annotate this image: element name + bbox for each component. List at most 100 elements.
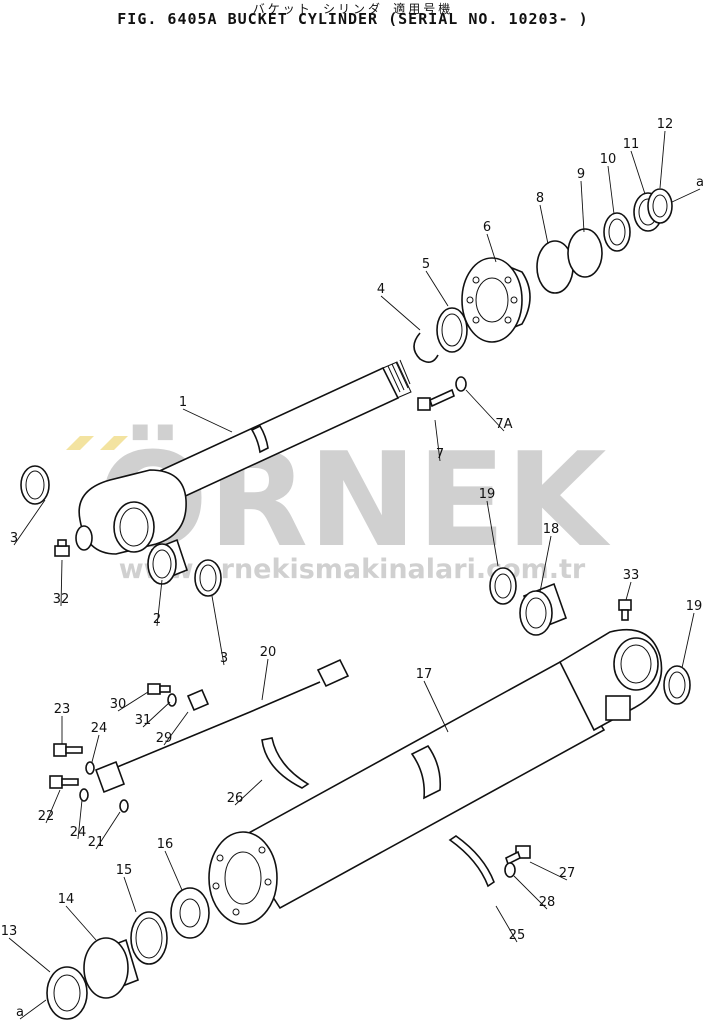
leader-line	[19, 999, 47, 1020]
bolt-23	[53, 743, 83, 757]
washer-31	[167, 693, 177, 707]
leader-line	[77, 799, 83, 840]
callout-label: 6	[483, 220, 491, 235]
leader-line	[630, 150, 646, 195]
leader-line	[513, 875, 548, 910]
leader-line	[182, 408, 233, 433]
bolt-7	[417, 388, 455, 411]
leader-line	[142, 701, 171, 728]
figure-title: FIG. 6405A BUCKET CYLINDER (SERIAL NO. 1…	[117, 10, 589, 28]
washer-24a	[85, 761, 95, 775]
bushing-18	[519, 582, 568, 636]
callout-label: 20	[260, 645, 277, 660]
leader-line	[60, 559, 63, 607]
callout-label: 9	[577, 167, 585, 182]
washer-28	[504, 862, 516, 878]
callout-label: 26	[227, 791, 244, 806]
callout-label: 11	[623, 137, 640, 152]
callout-label: 1	[179, 395, 187, 410]
leader-line	[659, 130, 666, 189]
dust-seal-3-lower	[194, 559, 222, 597]
tube-flange	[208, 831, 278, 925]
leader-line	[529, 861, 568, 881]
tube-pipe-20	[94, 658, 350, 794]
callout-label: 32	[53, 592, 70, 607]
leader-line	[607, 165, 615, 215]
callout-label: 15	[116, 863, 133, 878]
callout-label: 19	[479, 487, 496, 502]
callout-label: 3	[10, 531, 18, 546]
watermark-accent-mark	[66, 436, 94, 450]
leader-line	[117, 691, 149, 712]
clamp-25	[448, 835, 495, 888]
bracket-29	[186, 688, 210, 712]
callout-label: 25	[509, 928, 526, 943]
bolt-30	[147, 683, 171, 695]
callout-label: 14	[58, 892, 75, 907]
leader-line	[671, 188, 701, 203]
leader-line	[495, 905, 518, 943]
callout-label: 30	[110, 697, 127, 712]
callout-label: 21	[88, 835, 105, 850]
callout-label: 29	[156, 731, 173, 746]
callout-label: 8	[536, 191, 544, 206]
watermark-accent-mark	[100, 436, 128, 450]
callout-label: 19	[686, 599, 703, 614]
leader-line	[234, 779, 263, 806]
callout-label: 12	[657, 117, 674, 132]
wear-ring-15	[130, 911, 168, 965]
leader-line	[465, 389, 505, 432]
callout-label: 5	[422, 257, 430, 272]
leader-line	[163, 711, 189, 746]
backup-ring-9	[567, 228, 603, 278]
callout-label: 23	[54, 702, 71, 717]
snap-ring-4	[413, 332, 439, 363]
leader-line	[13, 499, 46, 546]
callout-label: 24	[70, 825, 87, 840]
leader-line	[91, 734, 100, 763]
leader-line	[580, 180, 585, 233]
washer-24b	[79, 788, 89, 802]
callout-label: 16	[157, 837, 174, 852]
callout-label: a	[696, 175, 704, 190]
callout-label: 22	[38, 809, 55, 824]
callout-label: 7A	[495, 417, 512, 432]
dust-seal-19-right	[663, 665, 691, 705]
leader-line	[625, 581, 632, 601]
leader-line	[486, 500, 499, 567]
bushing-2	[147, 538, 188, 585]
dust-wiper-12	[647, 188, 673, 224]
callout-label: 27	[559, 866, 576, 881]
leader-line	[434, 419, 441, 462]
leader-line	[156, 579, 163, 627]
leader-line	[539, 204, 549, 245]
dust-seal-19-left	[489, 567, 517, 605]
leader-line	[380, 295, 421, 331]
cushion-ring-16	[170, 887, 210, 939]
callout-label: 10	[600, 152, 617, 167]
leader-line	[8, 937, 51, 973]
callout-label: 13	[1, 924, 18, 939]
callout-label: 2	[153, 612, 161, 627]
callout-label: 24	[91, 721, 108, 736]
leader-line	[261, 658, 269, 701]
callout-label: 17	[416, 667, 433, 682]
leader-line	[123, 876, 137, 913]
piston-ring-14	[83, 937, 139, 999]
callout-label: 18	[543, 522, 560, 537]
leader-line	[423, 680, 449, 733]
leader-line	[65, 905, 97, 941]
washer-7a	[455, 376, 467, 392]
leader-line	[95, 811, 121, 850]
callout-label: 28	[539, 895, 556, 910]
callout-label: 3	[220, 651, 228, 666]
leader-line	[164, 850, 183, 891]
buffer-ring-10	[603, 212, 631, 252]
leader-line	[425, 270, 449, 307]
cylinder-head-6	[461, 257, 531, 343]
callout-label: 31	[135, 713, 152, 728]
bolt-27	[505, 845, 531, 866]
leader-line	[486, 233, 497, 263]
grease-fitting-33	[618, 599, 632, 621]
